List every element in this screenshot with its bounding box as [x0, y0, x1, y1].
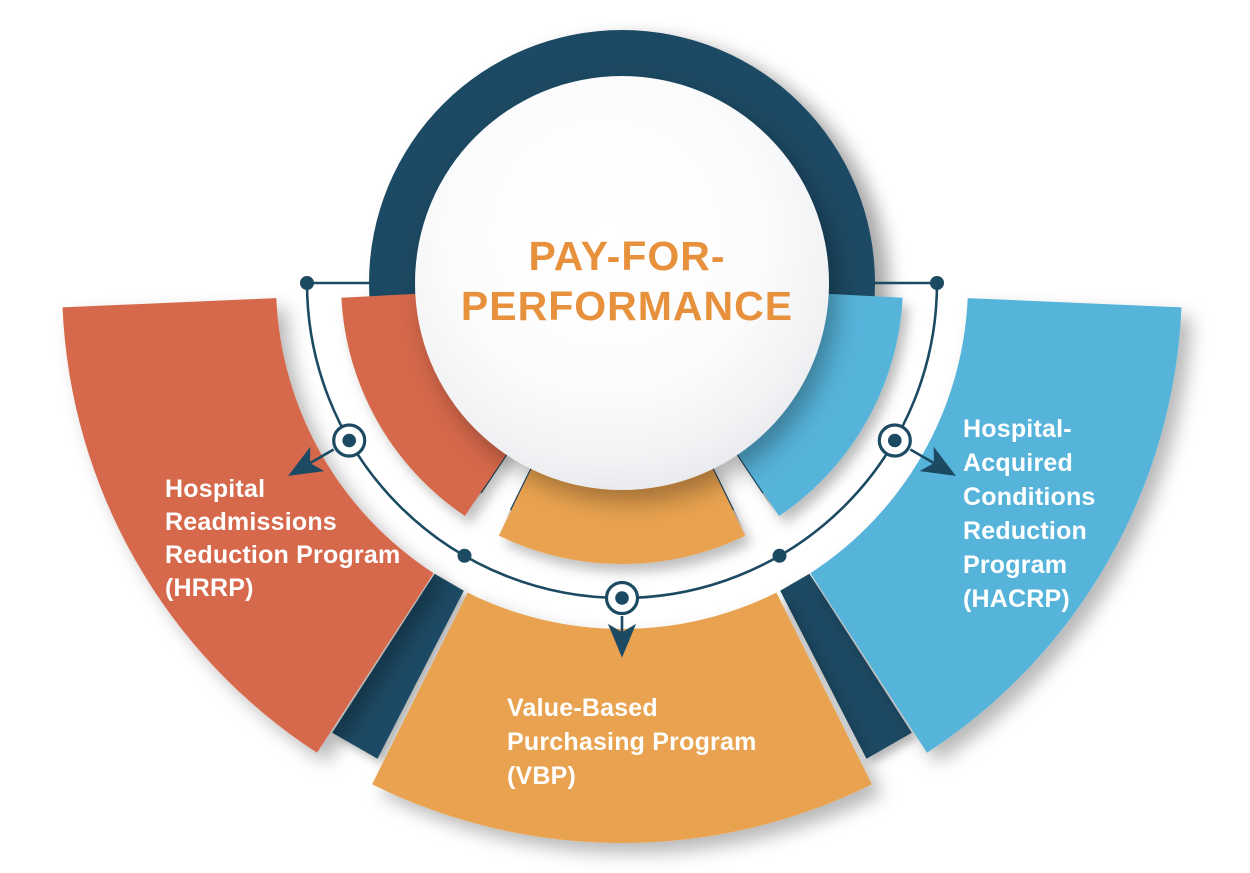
hrrp-node-dot — [342, 433, 357, 448]
hacrp-node-dot — [888, 433, 902, 448]
hrrp-label: Hospital Readmissions Reduction Program … — [165, 475, 408, 602]
hacrp-arrow — [909, 446, 956, 476]
stub-gap-right — [708, 445, 783, 543]
hacrp-wedge — [810, 298, 1182, 753]
vbp-node — [604, 580, 640, 616]
center-circle — [415, 76, 829, 490]
navy-divider-left — [332, 573, 464, 759]
hacrp-label: Hospital- Acquired Conditions Reduction … — [963, 415, 1103, 613]
hrrp-inner-stub — [341, 293, 511, 516]
hrrp-label-line: Reduction Program — [165, 541, 400, 569]
connector-dot-top-right — [930, 276, 944, 290]
hrrp-arrow — [288, 446, 335, 476]
connector-dot-bottom-right — [772, 548, 787, 563]
vbp-label-line: Value-Based — [507, 694, 658, 722]
title-line-2: PERFORMANCE — [461, 283, 793, 329]
hacrp-label-line: Reduction — [963, 517, 1087, 545]
vbp-node-dot — [615, 591, 629, 605]
page-title: PAY-FOR- PERFORMANCE — [461, 233, 793, 329]
title-line-1: PAY-FOR- — [528, 233, 725, 279]
hacrp-label-line: Hospital- — [963, 415, 1072, 443]
connector-dot-top-left — [300, 276, 314, 290]
connector-dot-bottom-left — [457, 548, 472, 563]
hacrp-label-line: (HACRP) — [963, 585, 1070, 613]
vbp-wedge — [372, 592, 872, 844]
stub-gap-left — [461, 445, 536, 543]
hrrp-wedge — [62, 298, 434, 753]
hacrp-label-line: Conditions — [963, 483, 1096, 511]
vbp-label: Value-Based Purchasing Program (VBP) — [507, 694, 764, 790]
vbp-label-line: (VBP) — [507, 762, 576, 790]
vbp-inner-stub — [498, 462, 746, 565]
hacrp-label-line: Program — [963, 551, 1067, 579]
hacrp-node — [877, 423, 912, 458]
navy-divider-right — [780, 573, 912, 759]
vbp-label-line: Purchasing Program — [507, 728, 757, 756]
hacrp-label-line: Acquired — [963, 449, 1073, 477]
hrrp-label-line: (HRRP) — [165, 574, 254, 602]
hrrp-label-line: Hospital — [165, 475, 265, 503]
hrrp-node — [332, 423, 367, 458]
hacrp-inner-stub — [733, 293, 903, 516]
hrrp-label-line: Readmissions — [165, 508, 337, 536]
connector-circuit — [288, 276, 956, 658]
